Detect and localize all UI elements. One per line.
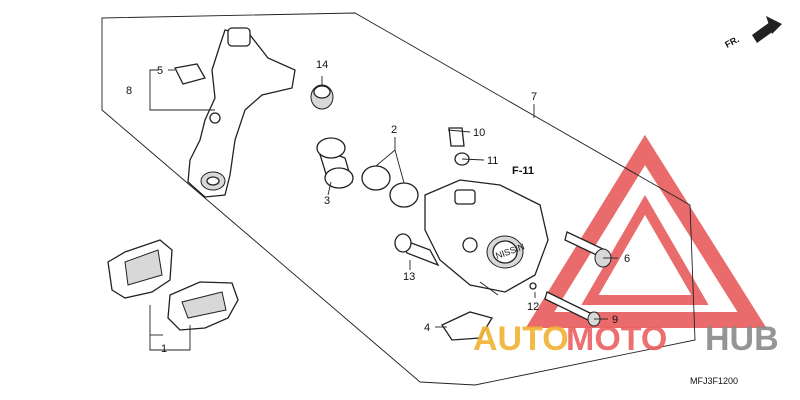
watermark-part3: HUB (705, 320, 779, 358)
caliper-bracket (187, 27, 296, 198)
callout-2: 2 (391, 124, 397, 136)
watermark-part1: AUTO (473, 320, 569, 358)
callout-5: 5 (157, 65, 163, 77)
piston-seal-set (361, 165, 419, 208)
watermark-part2: MOTO (566, 320, 667, 358)
caliper-pin (394, 233, 440, 267)
callout-13: 13 (403, 271, 415, 283)
watermark-logo (525, 134, 767, 328)
caliper-piston (316, 137, 354, 189)
callout-1: 1 (161, 343, 167, 355)
section-reference: F-11 (512, 165, 534, 177)
bleed-screw (448, 127, 465, 147)
callout-12: 12 (527, 301, 539, 313)
pin-boot (310, 84, 334, 110)
caliper-body: NISSIN (424, 179, 549, 296)
callout-3: 3 (324, 195, 330, 207)
leader-lines (149, 69, 618, 351)
callout-7: 7 (531, 91, 537, 103)
brake-pad-set (107, 239, 239, 331)
direction-label: FR. (723, 34, 740, 50)
callout-14: 14 (316, 59, 328, 71)
diagram-code: MFJ3F1200 (690, 376, 738, 386)
assembly-outline (101, 12, 696, 386)
callout-10: 10 (473, 127, 485, 139)
callout-11: 11 (487, 155, 498, 167)
watermark-text: AUTO MOTO HUB (473, 320, 779, 358)
callout-8: 8 (126, 85, 132, 97)
bracket-retainer-clip (174, 63, 206, 85)
callout-4: 4 (424, 322, 430, 334)
callout-6: 6 (624, 253, 630, 265)
pad-spring (441, 311, 493, 341)
callout-9: 9 (612, 314, 618, 326)
front-direction-indicator: FR. (723, 16, 782, 50)
